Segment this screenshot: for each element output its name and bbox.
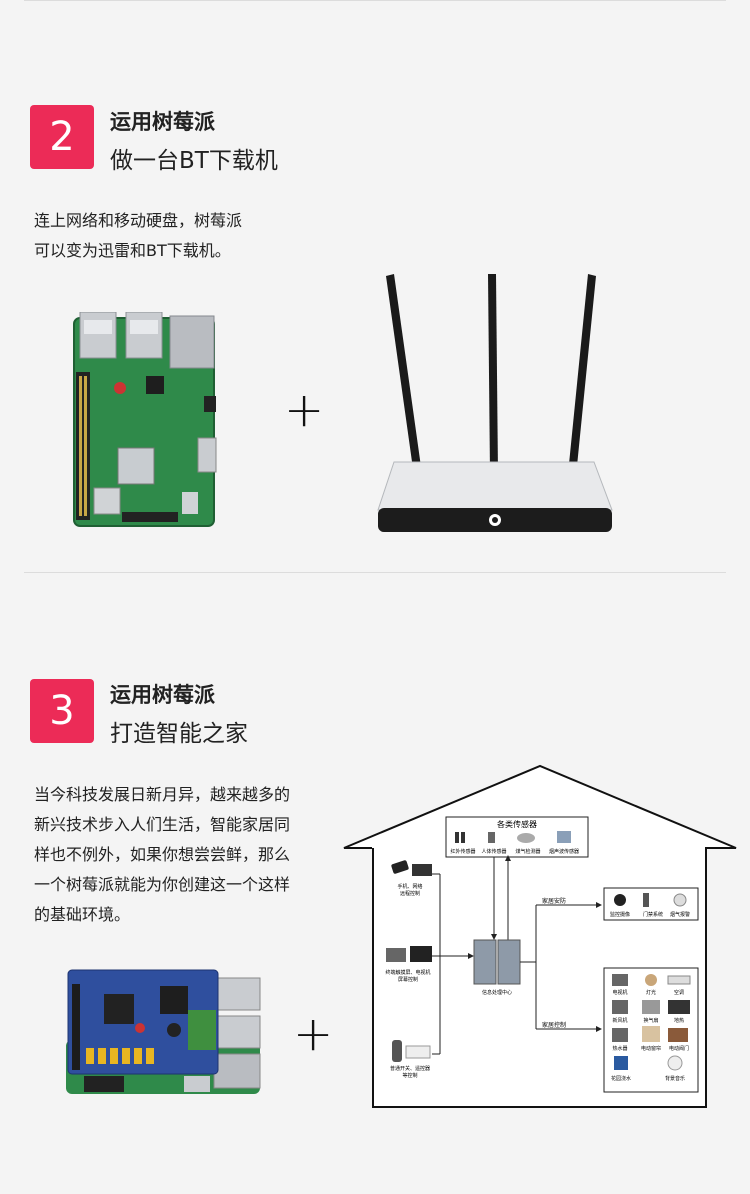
- control-item: 电视机: [612, 989, 627, 996]
- sensor-icons: [455, 831, 571, 843]
- device-label: 等控制: [402, 1072, 417, 1079]
- device-label: 屏幕控制: [398, 976, 418, 983]
- wifi-router-image: [377, 274, 613, 532]
- section-3-description-line: 一个树莓派就能为你创建这一个这样: [34, 875, 291, 894]
- section-3-description-line: 样也不例外，如果你想尝尝鲜，那么: [34, 845, 291, 864]
- touchscreen-tv-icon: [386, 946, 432, 962]
- sensors-title: 各类传感器: [497, 819, 537, 829]
- section-2-subtitle: 做一台BT下载机: [110, 148, 278, 174]
- security-item: 门禁系统: [643, 911, 663, 918]
- section-3-description-line: 当今科技发展日新月异，越来越多的: [34, 785, 291, 804]
- section-3-description-line: 的基础环境。: [34, 905, 131, 924]
- raspberry-pi-board-image: [73, 312, 217, 527]
- control-item: 花园浇水: [611, 1075, 631, 1082]
- section-3-subtitle: 打造智能之家: [110, 721, 248, 747]
- server-rack-icon: [473, 939, 521, 985]
- section-3-description: 当今科技发展日新月异，越来越多的 新兴技术步入人们生活，智能家居同 样也不例外，…: [34, 780, 290, 930]
- section-2-description-line: 可以变为迅雷和BT下载机。: [34, 241, 231, 260]
- switch-remote-icon: [392, 1040, 431, 1062]
- sensor-label: 烟声波传感器: [549, 848, 579, 855]
- device-label: 终端触摸屏、电视机: [385, 969, 430, 976]
- control-item: 背景音乐: [665, 1075, 685, 1082]
- center-label: 信息处理中心: [482, 989, 512, 996]
- section-2-plus-sign: +: [284, 382, 325, 438]
- control-item: 空调: [674, 989, 684, 996]
- section-2-number-badge: 2: [30, 105, 94, 169]
- security-label: 家居安防: [542, 897, 566, 905]
- control-item: 热水器: [612, 1045, 627, 1052]
- sensor-label: 人体传感器: [481, 848, 506, 855]
- control-item: 电动阀门: [669, 1045, 689, 1052]
- security-item: 烟气报警: [670, 911, 690, 918]
- phone-laptop-icon: [391, 860, 432, 876]
- section-3-number-badge: 3: [30, 679, 94, 743]
- control-item: 电动窗帘: [641, 1045, 661, 1052]
- device-label: 手机、网络: [397, 883, 422, 890]
- control-label: 家居控制: [542, 1021, 566, 1029]
- control-item: 新风机: [612, 1017, 627, 1024]
- security-item: 监控摄像: [610, 911, 630, 918]
- device-label: 普通开关、遥控器: [390, 1065, 430, 1072]
- control-item: 地热: [674, 1017, 684, 1024]
- section-2-description: 连上网络和移动硬盘，树莓派 可以变为迅雷和BT下载机。: [34, 206, 242, 266]
- section-3-plus-sign: +: [293, 1006, 334, 1062]
- top-divider: [24, 0, 726, 1]
- section-2-description-line: 连上网络和移动硬盘，树莓派: [34, 211, 243, 230]
- raspberry-pi-hat-image: [66, 969, 261, 1094]
- section-3-title: 运用树莓派: [110, 683, 215, 707]
- sensor-label: 红外传感器: [450, 848, 475, 855]
- control-icons: [612, 974, 691, 1071]
- sensor-label: 煤气检测器: [515, 848, 540, 855]
- smart-home-diagram: 各类传感器 红外传感器 人体传感器 煤气检测器 烟声波传感器 手机、网络 远程控…: [343, 764, 737, 1108]
- device-label: 远程控制: [400, 890, 420, 897]
- control-item: 灯光: [646, 989, 656, 996]
- section-divider: [24, 572, 726, 573]
- control-item: 换气扇: [643, 1017, 658, 1024]
- section-3-description-line: 新兴技术步入人们生活，智能家居同: [34, 815, 291, 834]
- section-2-title: 运用树莓派: [110, 110, 215, 134]
